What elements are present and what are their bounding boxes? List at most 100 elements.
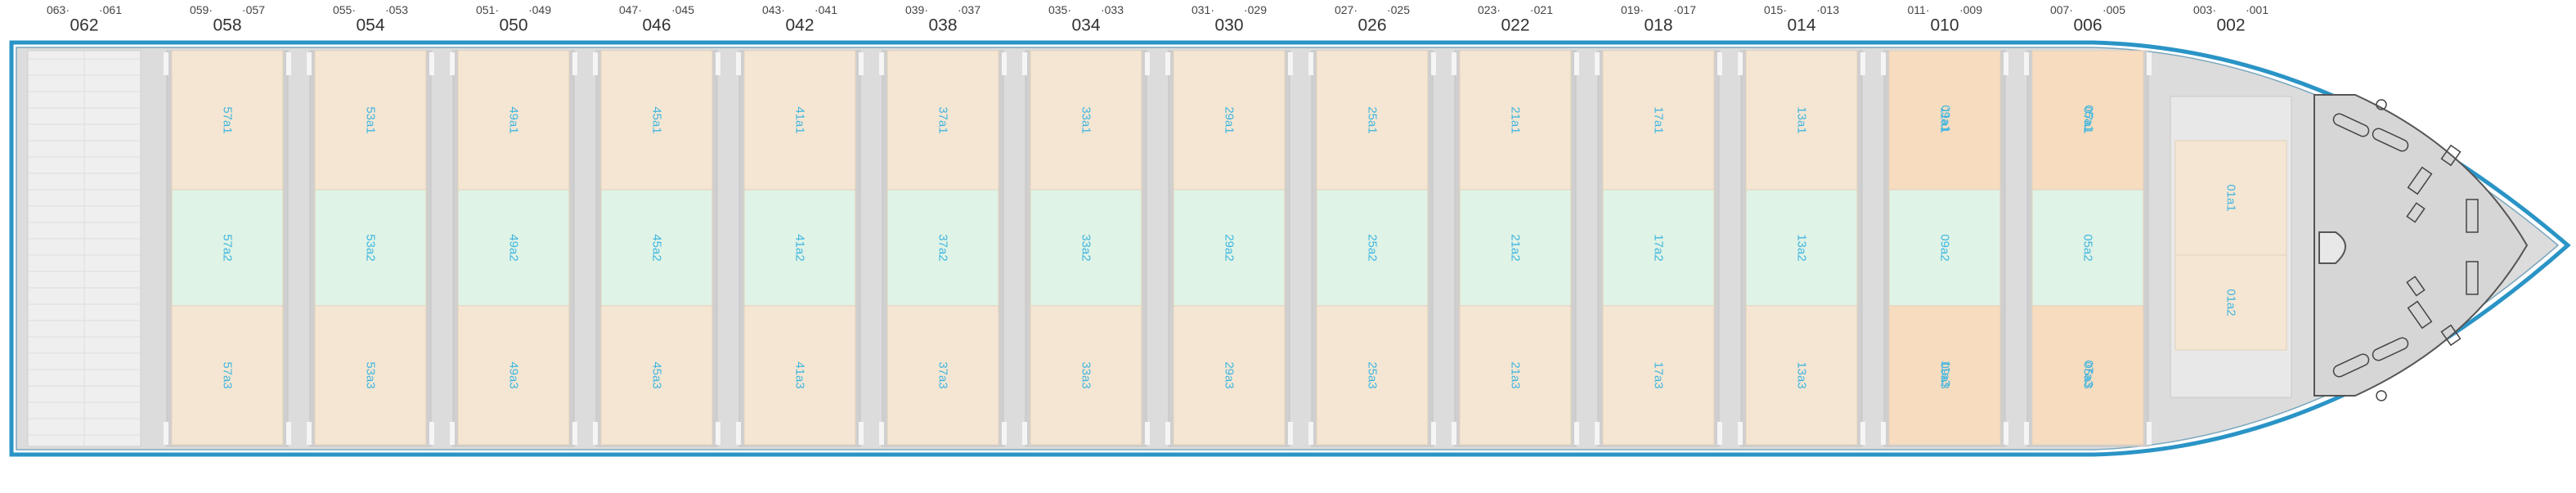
bay-sub-label: 055· (333, 3, 356, 16)
slot-label: 13a2 (1795, 234, 1809, 261)
hatch-guide (593, 422, 598, 445)
bay-sub-label: ·005 (2103, 3, 2125, 16)
hatch-guide (2024, 52, 2029, 75)
hatch-guide (1288, 52, 1293, 75)
bay-sub-label: ·029 (1244, 3, 1267, 16)
slot-label: 37a1 (936, 106, 950, 133)
slot-label: 25a1 (1366, 106, 1380, 133)
container-slot (457, 50, 570, 190)
hatch-guide (859, 52, 864, 75)
hatch-guide (450, 52, 455, 75)
bow-deck-equipment (2313, 94, 2529, 401)
slot-label: 21a3 (1509, 361, 1523, 388)
bay-number-label: 030 (1214, 16, 1243, 35)
hatch-guide (736, 422, 741, 445)
hatch-guide (1431, 422, 1436, 445)
bay-sub-label: 007· (2050, 3, 2073, 16)
container-slot (1459, 189, 1572, 307)
slot-label: 37a3 (936, 361, 950, 388)
slot-label: 37a2 (936, 234, 950, 261)
hatch-guide (1308, 52, 1313, 75)
hatch-guide (879, 52, 884, 75)
container-slot (886, 50, 999, 190)
container-slot (1030, 189, 1142, 307)
container-slot (1602, 189, 1715, 307)
container-slot (1888, 50, 2001, 190)
hatch-guide (1002, 422, 1007, 445)
container-slot (457, 305, 570, 446)
slot-label: 29a2 (1223, 234, 1236, 261)
hatch-guide (429, 52, 434, 75)
bay-number-label: 014 (1787, 16, 1815, 35)
container-slot (743, 305, 856, 446)
bow-forecastle-outline (2313, 94, 2529, 397)
hatch-guide (1002, 52, 1007, 75)
bay-number-label: 002 (2216, 16, 2245, 35)
slot-label: 53a3 (364, 361, 378, 388)
container-slot (1745, 305, 1858, 446)
bollard-icon (2376, 390, 2387, 401)
hatch-guide (1288, 422, 1293, 445)
hatch-guide (716, 422, 720, 445)
bay-sub-label: ·021 (1530, 3, 1553, 16)
container-slot (171, 50, 284, 190)
slot-label-overlay: 09a1 (1939, 105, 1953, 132)
slot-label: 57a2 (221, 234, 235, 261)
slot-label: 21a2 (1509, 234, 1523, 261)
hatch-guide (593, 52, 598, 75)
slot-label: 01a2 (2224, 289, 2238, 316)
container-slot (600, 189, 713, 307)
slot-label: 49a2 (507, 234, 521, 261)
slot-label: 41a2 (793, 234, 807, 261)
aft-deck (27, 50, 141, 447)
container-slot (600, 50, 713, 190)
slot-label: 21a1 (1509, 106, 1523, 133)
hatch-guide (1452, 52, 1456, 75)
hatch-guide (1717, 52, 1722, 75)
hatch-guide (1738, 422, 1743, 445)
hatch-guide (1881, 52, 1886, 75)
bay-sub-label: 035· (1048, 3, 1071, 16)
bay-number-label: 006 (2073, 16, 2102, 35)
bay-sub-label: ·061 (99, 3, 122, 16)
hatch-guide (164, 52, 168, 75)
hatch-guide (1860, 422, 1865, 445)
container-slot (600, 305, 713, 446)
bay-sub-label: ·053 (385, 3, 408, 16)
container-slot (1316, 189, 1429, 307)
bay-number-label: 026 (1358, 16, 1386, 35)
hatch-guide (450, 422, 455, 445)
hatch-guide (572, 422, 577, 445)
slot-label: 53a1 (364, 106, 378, 133)
forecastle-rail (2354, 94, 2528, 397)
bay-sub-label: ·001 (2246, 3, 2269, 16)
hatch-guide (1860, 52, 1865, 75)
bay-sub-label: 051· (476, 3, 499, 16)
hatch-guide (1022, 422, 1027, 445)
slot-label: 45a2 (650, 234, 664, 261)
container-slot (1173, 305, 1286, 446)
container-slot (743, 189, 856, 307)
bay-sub-label: ·037 (958, 3, 981, 16)
slot-label: 05a3 (2081, 361, 2095, 388)
bay-group: 57a157a257a353a153a253a349a149a249a345a1… (164, 50, 2292, 447)
slot-label: 13a3 (1795, 361, 1809, 388)
slot-label: 09a3 (1938, 361, 1952, 388)
bay-number-label: 050 (499, 16, 527, 35)
hatch-guide (1595, 422, 1600, 445)
slot-label: 57a1 (221, 106, 235, 133)
hatch-guide (1574, 422, 1579, 445)
slot-label: 45a3 (650, 361, 664, 388)
hatch-guide (307, 422, 312, 445)
hatch-guide (716, 52, 720, 75)
hatch-guide (1308, 422, 1313, 445)
slot-label: 17a3 (1652, 361, 1666, 388)
bay-sub-label: 003· (2193, 3, 2216, 16)
slot-label: 11a1 (1938, 107, 1952, 133)
slot-label: 25a2 (1366, 234, 1380, 261)
slot-label: 33a1 (1079, 106, 1093, 133)
bay-sub-label: 039· (905, 3, 928, 16)
container-slot (2031, 189, 2144, 307)
slot-label: 25a3 (1366, 361, 1380, 388)
slot-label: 49a1 (507, 106, 521, 133)
